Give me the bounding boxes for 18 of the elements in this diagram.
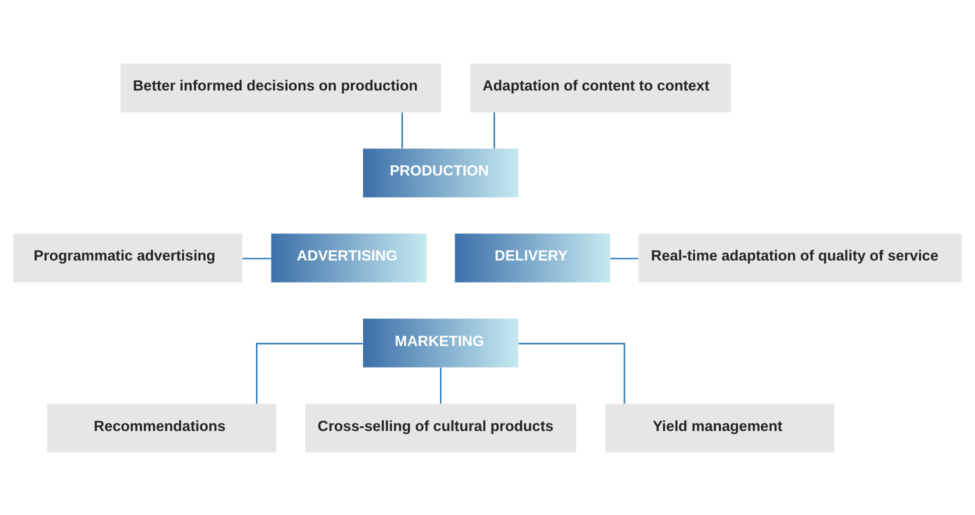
node-box: DELIVERY	[454, 233, 610, 282]
node-box: Better informed decisions on production	[120, 63, 442, 112]
node-box: Adaptation of content to context	[470, 63, 731, 112]
connector	[440, 367, 442, 404]
node-box: Cross-selling of cultural products	[305, 403, 576, 452]
node-box: Real-time adaptation of quality of service	[638, 233, 962, 282]
node-box: Yield management	[605, 403, 834, 452]
connector	[518, 342, 626, 404]
connector	[610, 257, 638, 259]
node-box: Recommendations	[47, 403, 276, 452]
connector	[401, 112, 403, 148]
node-box: Programmatic advertising	[13, 233, 242, 282]
node-box: ADVERTISING	[271, 233, 427, 282]
connector	[256, 342, 363, 404]
node-box: MARKETING	[363, 318, 518, 367]
node-box: PRODUCTION	[363, 148, 518, 197]
connector	[494, 112, 496, 148]
connector	[242, 257, 272, 259]
